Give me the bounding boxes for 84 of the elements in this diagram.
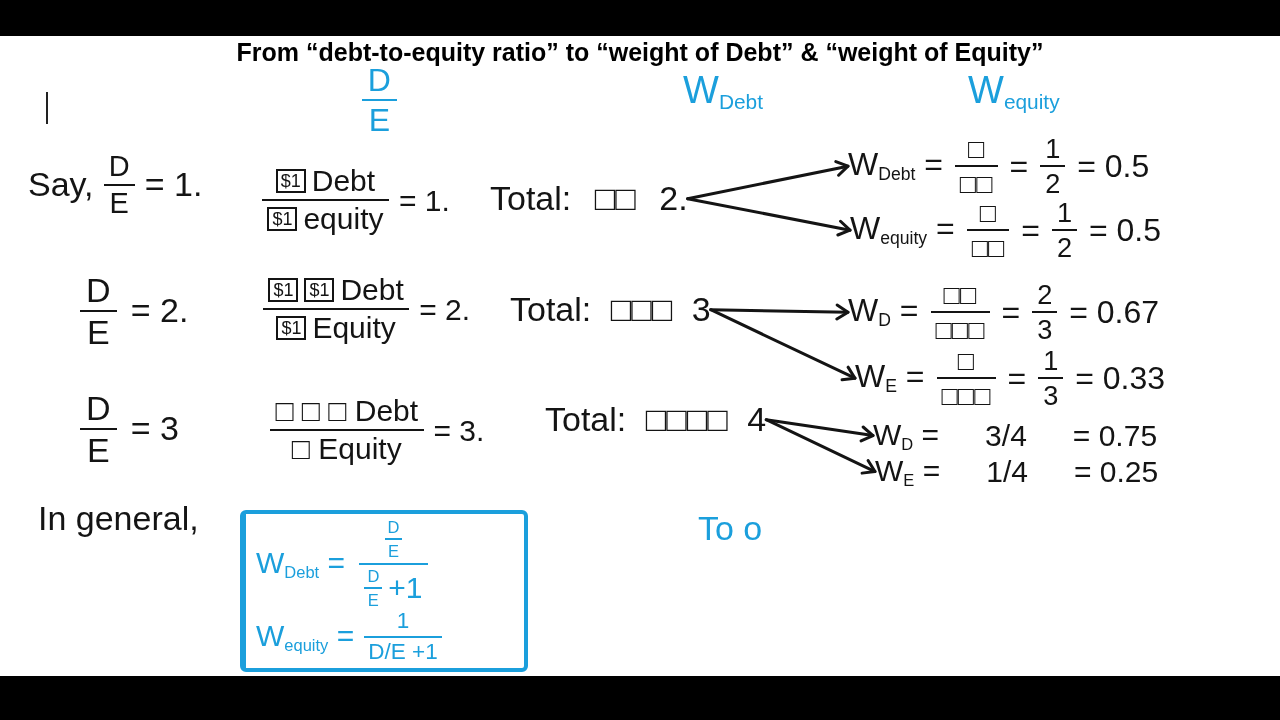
arrow bbox=[764, 418, 875, 443]
fraction-numerator: 1 bbox=[396, 610, 410, 633]
equation-result: = 3. bbox=[433, 413, 485, 447]
equals-sign: = bbox=[1001, 294, 1021, 330]
weight-symbol: W$_{E}$ = bbox=[875, 454, 941, 490]
total-expression: Total: □□□□ 4 bbox=[545, 401, 767, 439]
title: From “debt-to-equity ratio” to “weight of Debt” & “weight of Equity” bbox=[236, 38, 1044, 67]
arrow bbox=[686, 160, 850, 201]
equation-result: = 2. bbox=[130, 292, 189, 330]
decimal-result: = 0.5 bbox=[1088, 212, 1161, 248]
arrow bbox=[764, 418, 877, 475]
equity-units: □ Equity bbox=[291, 434, 402, 464]
fraction-denominator: 3 bbox=[1043, 382, 1059, 410]
fraction-text: 1/4 bbox=[986, 455, 1028, 489]
equation-result: = 1. bbox=[144, 166, 203, 204]
equals-sign: = bbox=[1007, 360, 1027, 396]
equity-label: Equity bbox=[312, 313, 396, 343]
arrow bbox=[709, 303, 850, 321]
debt-units: □ □ □ Debt bbox=[275, 396, 419, 426]
dollar-unit: $1 bbox=[267, 207, 298, 231]
fraction-denominator: 2 bbox=[1045, 170, 1061, 198]
unit-squares: □ bbox=[968, 135, 985, 163]
fraction-denominator: 3 bbox=[1037, 316, 1053, 344]
weight-symbol: W$_{Debt}$ = bbox=[848, 147, 943, 185]
fraction-numerator: D bbox=[367, 64, 391, 96]
unit-squares: □ bbox=[979, 199, 997, 227]
unfinished-note: To o bbox=[698, 510, 763, 548]
weight-symbol: W$_{D}$ = bbox=[873, 418, 940, 454]
fraction-denominator: E bbox=[367, 592, 379, 609]
dollar-unit: $1 bbox=[275, 169, 306, 193]
formula-box bbox=[240, 510, 528, 672]
debt-label: Debt bbox=[311, 166, 376, 196]
decimal-result: = 0.5 bbox=[1077, 148, 1150, 184]
fraction-numerator: D bbox=[367, 567, 380, 585]
fraction-denominator: E bbox=[368, 104, 390, 136]
equals-sign: = bbox=[1009, 148, 1029, 184]
unit-squares: □□□ bbox=[941, 382, 991, 410]
decimal-result: = 0.33 bbox=[1075, 360, 1166, 396]
weight-symbol: W$_{E}$ = bbox=[855, 359, 925, 397]
weight-symbol: W$_{Debt}$ = bbox=[256, 546, 346, 582]
fraction-text: 3/4 bbox=[985, 419, 1027, 453]
weight-symbol: W$_{equity}$ = bbox=[850, 211, 955, 249]
decimal-result: = 0.75 bbox=[1072, 419, 1158, 453]
total-expression: Total: □□ 2. bbox=[490, 180, 688, 218]
fraction-denominator: E bbox=[387, 543, 399, 560]
arrow bbox=[709, 308, 857, 382]
decimal-result: = 0.25 bbox=[1073, 455, 1159, 489]
equals-sign: = bbox=[1021, 212, 1041, 248]
equity-label: equity bbox=[303, 204, 384, 234]
unit-squares: □□□ bbox=[935, 316, 985, 344]
fraction-numerator: 1 bbox=[1045, 135, 1061, 163]
unit-squares: □□ bbox=[971, 234, 1005, 262]
fraction-numerator: 2 bbox=[1037, 281, 1053, 309]
unit-squares: □□ bbox=[959, 170, 993, 198]
fraction-numerator: 1 bbox=[1043, 347, 1059, 375]
fraction-denominator: E bbox=[87, 433, 110, 467]
column-heading: W$_{equity}$ bbox=[968, 70, 1060, 114]
fraction-numerator: D bbox=[387, 518, 400, 536]
debt-label: Debt bbox=[340, 275, 404, 305]
decimal-result: = 0.67 bbox=[1069, 294, 1159, 330]
dollar-unit: $1 bbox=[276, 316, 307, 340]
unit-squares: □ bbox=[957, 347, 975, 375]
intro-text: In general, bbox=[38, 500, 199, 538]
arrow bbox=[686, 197, 852, 237]
dollar-unit: $1 bbox=[304, 278, 335, 302]
fraction-denominator: 2 bbox=[1056, 234, 1073, 262]
fraction-numerator: 1 bbox=[1056, 199, 1073, 227]
dollar-unit: $1 bbox=[268, 278, 299, 302]
intro-text: Say, bbox=[28, 166, 94, 204]
total-expression: Total: □□□ 3 bbox=[510, 291, 711, 329]
equation-result: = 2. bbox=[419, 292, 471, 326]
fraction-numerator: D bbox=[86, 273, 111, 307]
fraction-denominator: E bbox=[87, 315, 110, 349]
fraction-numerator: D bbox=[86, 391, 111, 425]
weight-symbol: W$_{D}$ = bbox=[848, 293, 919, 331]
column-heading: W$_{Debt}$ bbox=[683, 70, 763, 114]
weight-symbol: W$_{equity}$ = bbox=[256, 619, 355, 655]
equation-result: = 3 bbox=[130, 410, 179, 448]
fraction-denominator: E bbox=[109, 188, 129, 218]
fraction-denominator: D/E +1 bbox=[368, 640, 438, 664]
unit-squares: □□ bbox=[943, 281, 977, 309]
fraction-text: +1 bbox=[388, 573, 423, 604]
fraction-numerator: D bbox=[108, 152, 130, 181]
equation-result: = 1. bbox=[398, 183, 450, 217]
